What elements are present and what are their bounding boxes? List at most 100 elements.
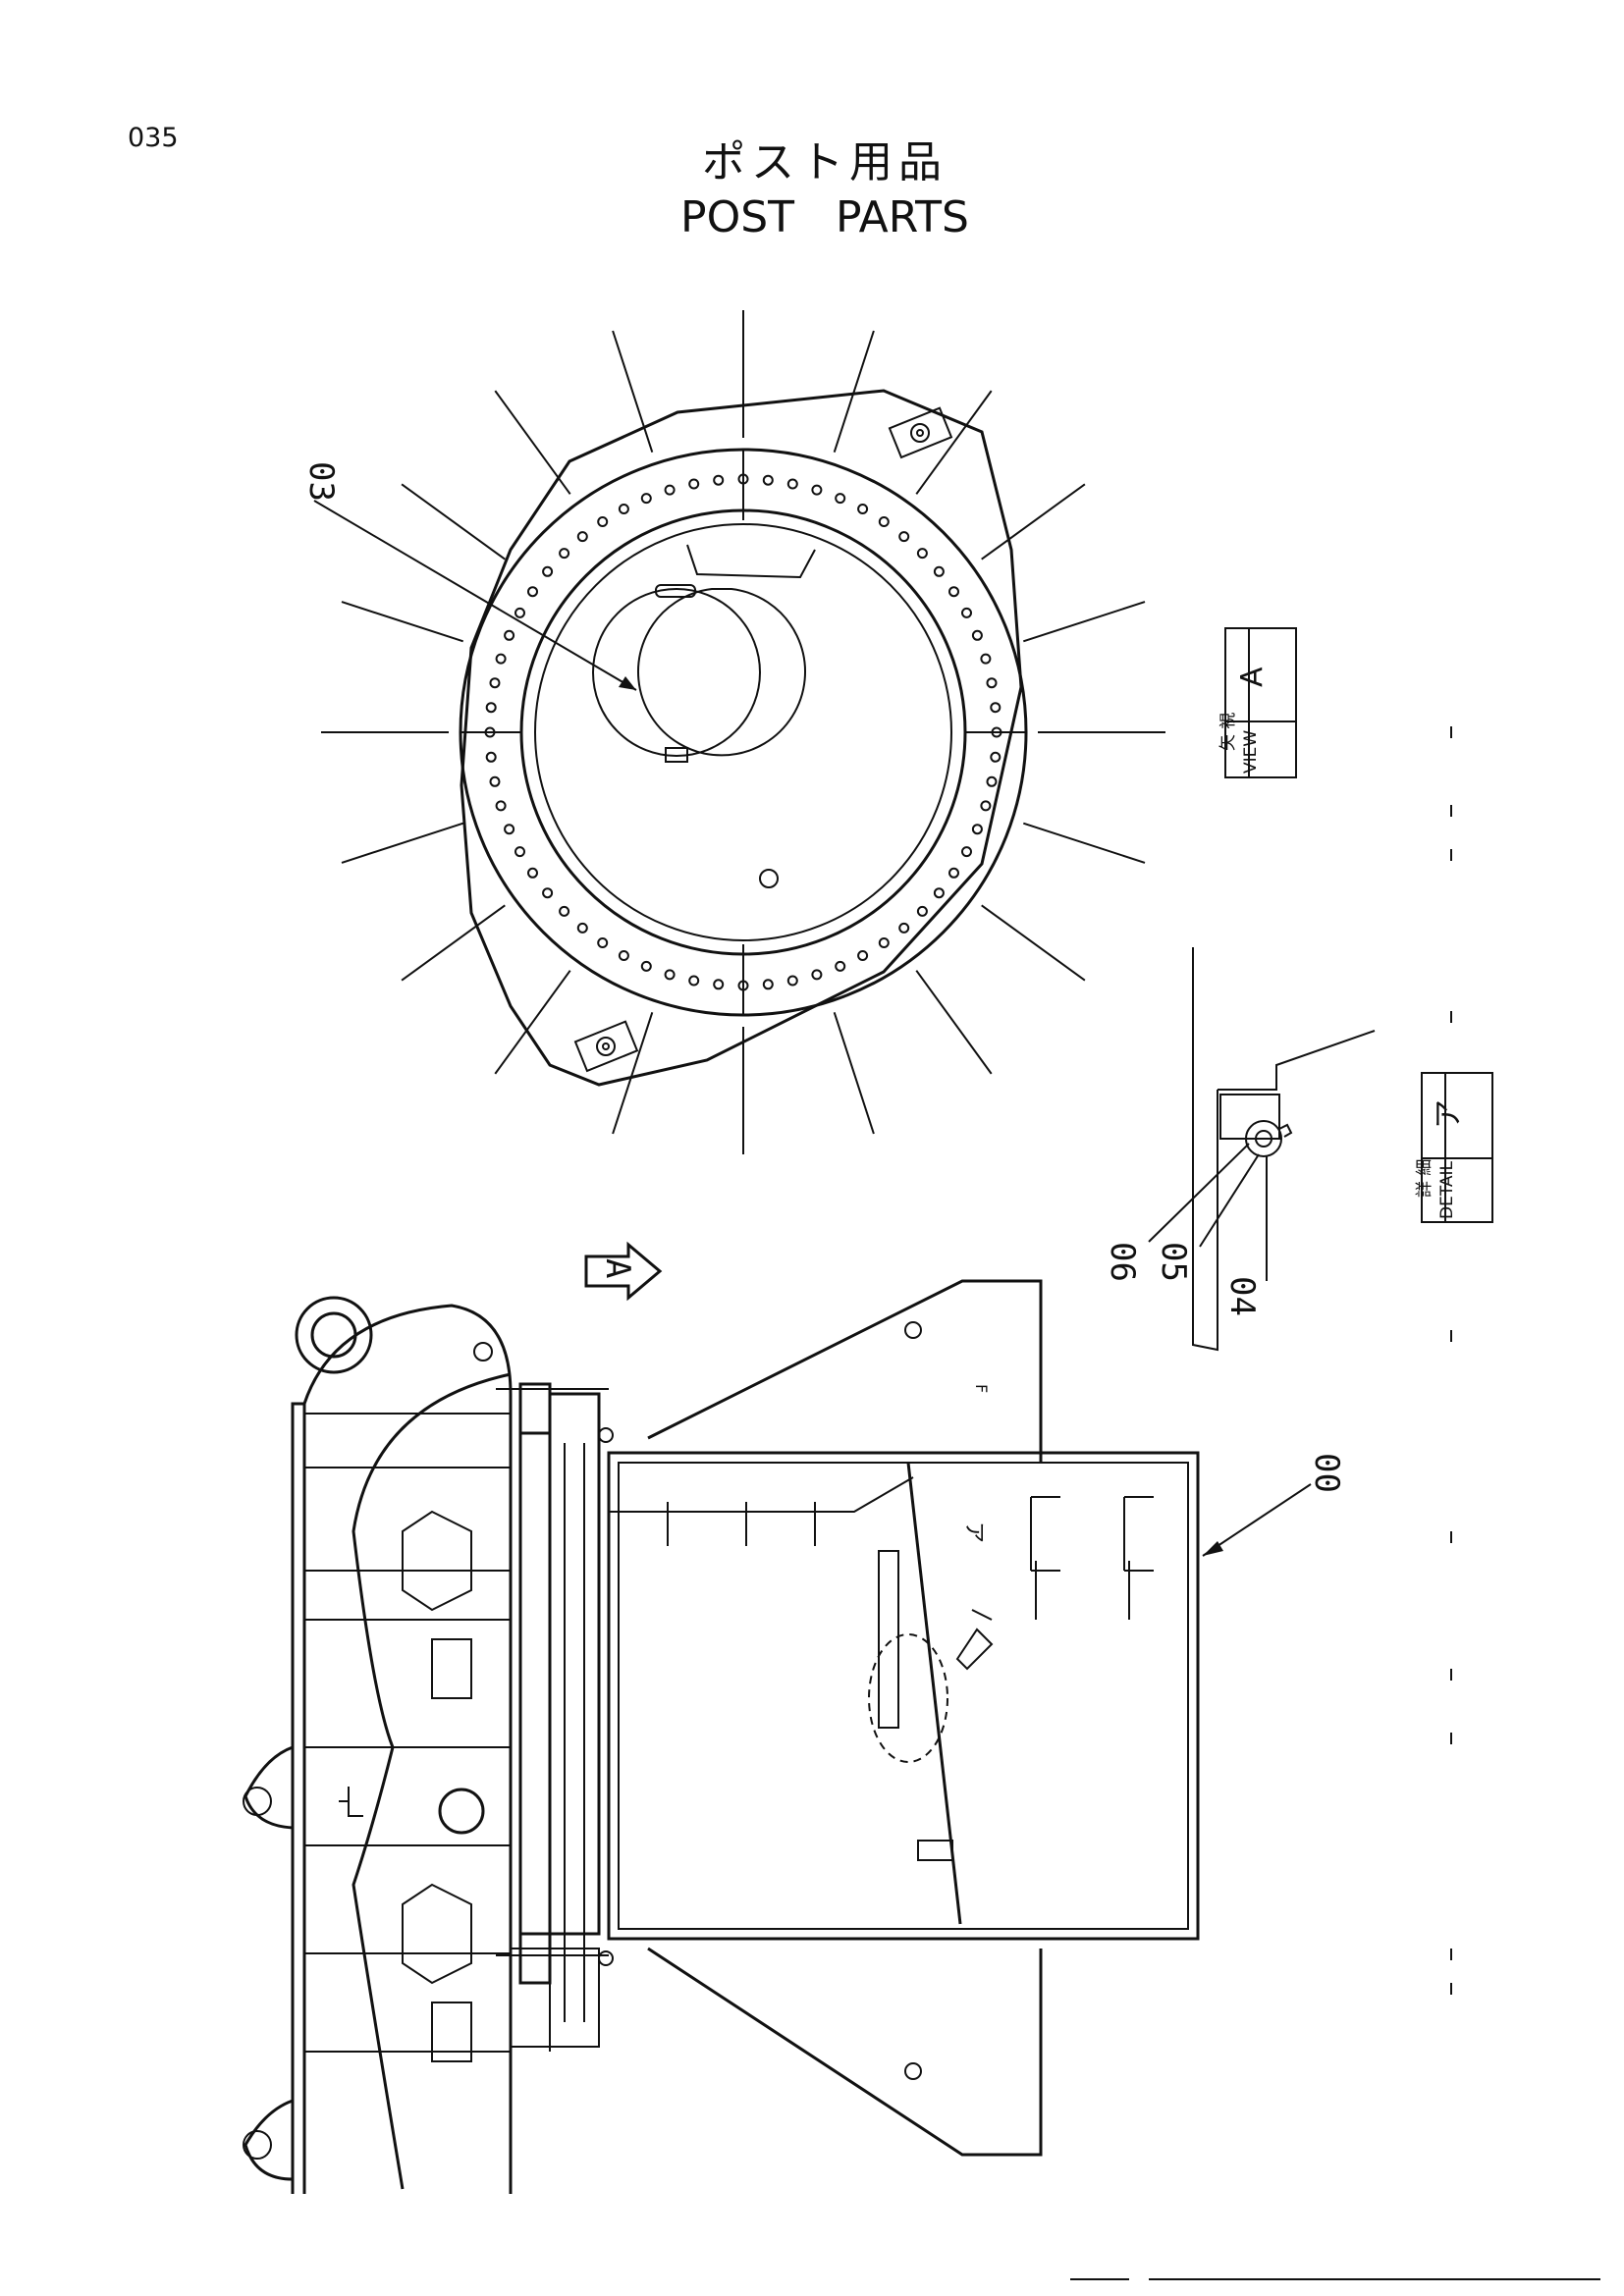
hand-symbol <box>955 1609 994 1671</box>
detail-pin-inner <box>1255 1130 1272 1148</box>
bolt-hole <box>504 629 515 641</box>
bolt-hole <box>559 548 570 560</box>
pad-top-right <box>888 406 953 459</box>
bracket-upper-plate <box>431 1638 472 1699</box>
bolt-hole <box>618 950 629 961</box>
bolt-hole <box>971 629 983 641</box>
bolt-hole <box>933 565 945 577</box>
radial-spoke <box>833 330 875 454</box>
title-english: POST PARTS <box>680 192 969 242</box>
side-lug-mid <box>244 1745 294 1830</box>
bolt-hole <box>878 937 890 948</box>
bolt-hole <box>916 548 928 560</box>
post-bracket-f1 <box>1030 1496 1060 1572</box>
bolt-hole <box>961 846 972 858</box>
view-en-label: VIEW <box>1241 730 1261 774</box>
opening-slot <box>655 584 696 598</box>
view-arrow-a: A <box>584 1241 663 1302</box>
bolt-hole <box>664 969 676 981</box>
gusset-lower <box>647 1947 1043 2157</box>
title-block: ポスト用品 POST PARTS <box>589 137 1060 243</box>
radial-spoke <box>401 483 506 561</box>
radial-spoke <box>981 483 1086 561</box>
bolt-hole <box>514 607 525 618</box>
bolt-nut-1 <box>598 1427 614 1443</box>
page-number: 035 <box>128 123 179 153</box>
detail-block <box>1219 1094 1280 1140</box>
detail-clip <box>1278 1123 1293 1138</box>
radial-spokes <box>321 310 1165 1154</box>
post-box <box>607 1451 1200 1941</box>
outer-ring <box>459 448 1028 1017</box>
small-hole <box>759 869 779 888</box>
post-top-bracket <box>609 1476 914 1513</box>
detail-letter: ア <box>1432 1099 1466 1129</box>
detail-plate <box>1218 1030 1376 1091</box>
bolt-hole <box>576 922 588 934</box>
mark-detail-ref: ア <box>961 1522 986 1543</box>
center-opening-circle <box>592 588 761 757</box>
bolt-hole <box>495 653 507 665</box>
radial-spoke <box>1022 601 1146 643</box>
opening-key <box>665 747 688 763</box>
view-a-label-box: 矢 視 VIEW A <box>1218 627 1297 778</box>
frame-hole <box>438 1788 485 1835</box>
post-box-inner <box>618 1462 1189 1930</box>
view-a-platform: 03 <box>301 310 1165 1154</box>
leader-00 <box>1202 1483 1312 1557</box>
bolt-hole <box>811 484 823 496</box>
bolt-hole <box>640 960 652 972</box>
radial-spoke <box>981 904 1086 982</box>
bolt-hole <box>559 905 570 917</box>
post-bracket-f2 <box>1123 1496 1154 1572</box>
bolt-hole <box>762 979 774 990</box>
bolt-hole <box>495 800 507 812</box>
bracket-lower-plate <box>431 2002 472 2062</box>
post-pad <box>917 1840 953 1861</box>
bolt-hole <box>597 516 609 527</box>
side-lug-mid-hole <box>243 1787 272 1816</box>
bolt-hole <box>948 867 959 879</box>
bolt-hole <box>618 504 629 514</box>
bolt-hole <box>990 751 1001 763</box>
callout-00: 00 <box>1307 1453 1346 1493</box>
bolt-hole <box>835 493 846 505</box>
top-pin-boss <box>295 1296 373 1374</box>
leader-05 <box>1199 1153 1260 1248</box>
bolt-hole <box>916 905 928 917</box>
bolt-hole <box>980 800 992 812</box>
title-japanese: ポスト用品 <box>702 137 947 187</box>
frame-curve <box>352 1372 512 2190</box>
view-letter: A <box>1235 667 1270 687</box>
bolt-hole <box>762 474 774 486</box>
bolt-hole <box>713 474 725 486</box>
bolt-hole <box>980 653 992 665</box>
mark-f: F <box>972 1384 991 1393</box>
side-lug-low-hole <box>243 2130 272 2160</box>
bolt-hole <box>857 950 869 961</box>
bolt-hole <box>811 969 823 981</box>
frame-left-rail <box>291 1402 306 2194</box>
inner-ring-2 <box>534 523 952 941</box>
bracket-lower <box>402 1883 472 1985</box>
bolt-hole <box>527 867 538 879</box>
bolt-hole <box>664 484 676 496</box>
bracket-upper <box>402 1510 472 1612</box>
view-arrow-letter: A <box>598 1258 637 1278</box>
leader-03-arrow <box>619 676 636 690</box>
detail-a-view: 06 05 04 <box>1103 947 1376 1352</box>
radial-spoke <box>833 1011 875 1135</box>
gusset-lower-hole <box>904 2062 922 2080</box>
gusset-upper-hole <box>904 1321 922 1339</box>
callout-04: 04 <box>1222 1276 1262 1316</box>
radial-spoke <box>915 970 993 1075</box>
callout-03: 03 <box>301 461 341 502</box>
inner-ring <box>519 508 967 956</box>
frame-top-lug <box>302 1304 513 1405</box>
bolt-hole <box>489 677 501 689</box>
top-lug-hole <box>473 1342 493 1362</box>
detail-part-bar <box>878 1550 899 1729</box>
bolt-hole <box>688 478 700 490</box>
radial-spoke <box>612 330 654 454</box>
gusset-upper <box>647 1279 1043 1463</box>
